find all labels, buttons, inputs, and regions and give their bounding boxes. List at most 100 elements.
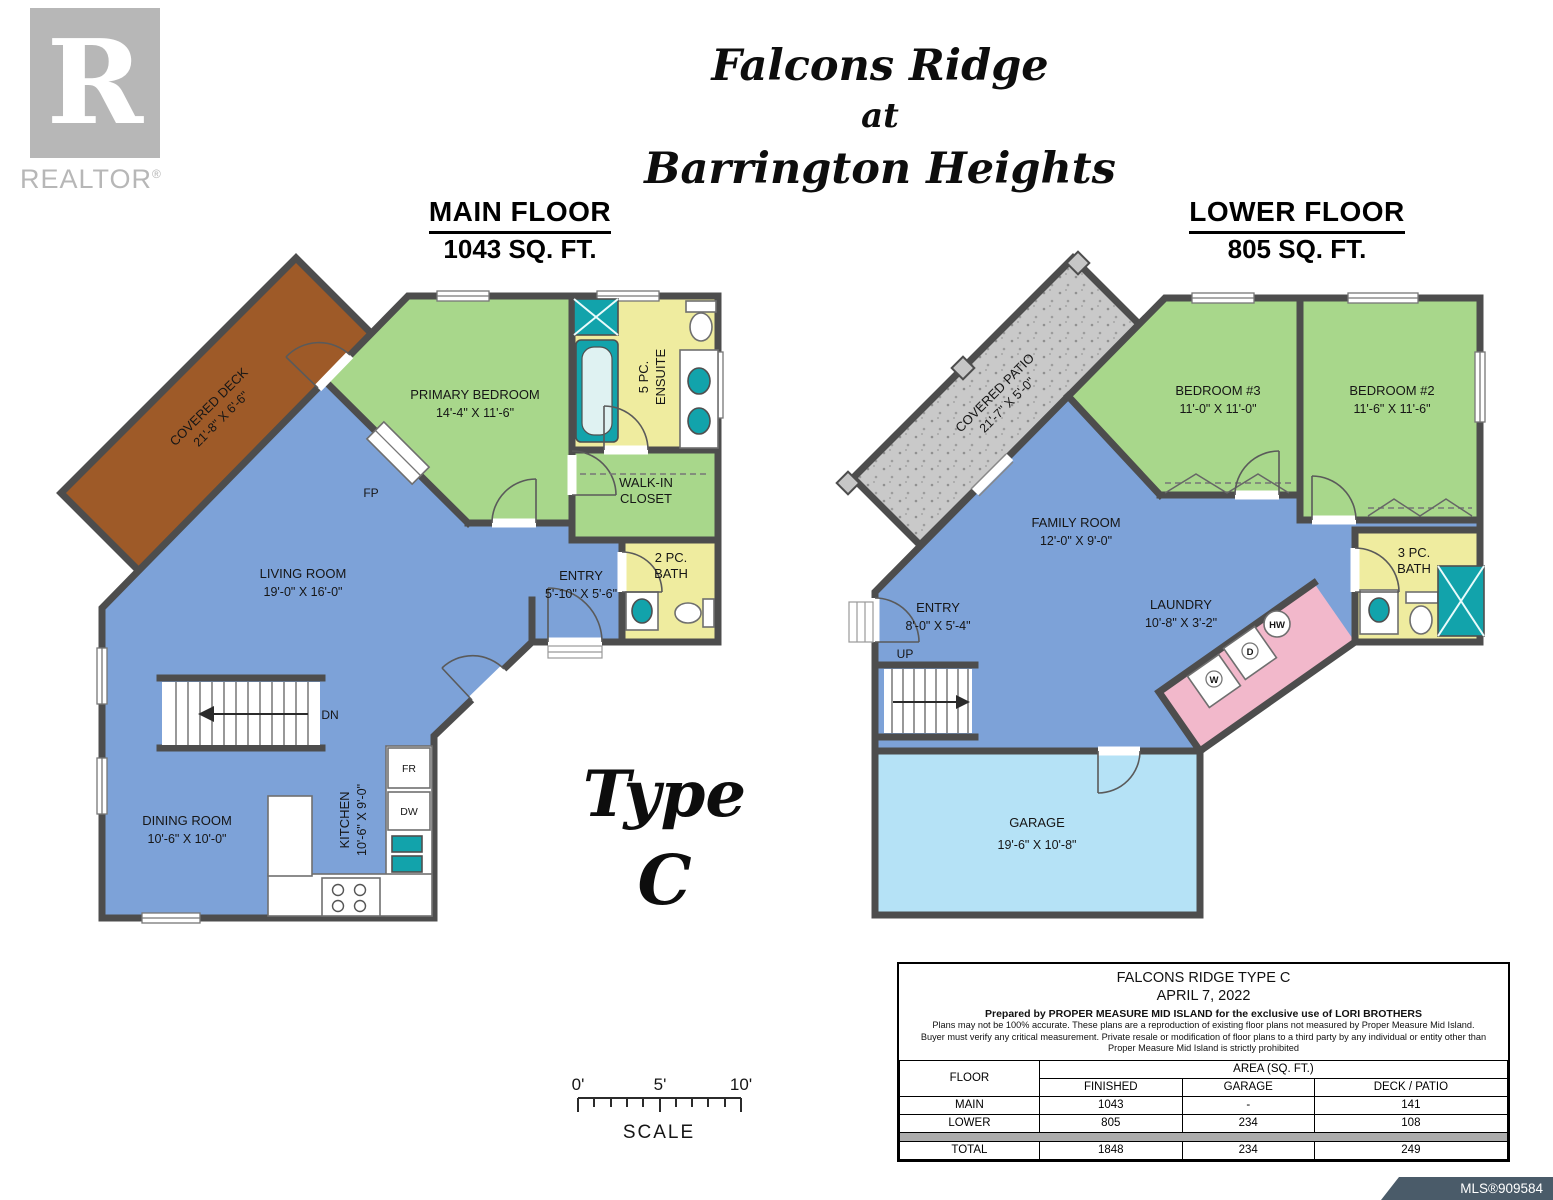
svg-text:CLOSET: CLOSET [620,491,672,506]
title-line1: Falcons Ridge [711,41,1049,91]
svg-text:19'-6" X 10'-8": 19'-6" X 10'-8" [998,838,1077,852]
realtor-logo-r: R [46,15,144,151]
label-lower-entry: ENTRY [916,600,960,615]
label-walk-in-closet: WALK-IN [619,475,673,490]
lower-floor-plan: W D HW [835,250,1486,919]
label-three-pc-bath: 3 PC. [1398,545,1431,560]
area-table: FLOOR AREA (SQ. FT.) FINISHED GARAGE DEC… [899,1059,1509,1160]
scale-label: SCALE [623,1122,695,1143]
label-dining-room: DINING ROOM [142,813,232,828]
scale-tick-10: 10' [730,1075,752,1094]
main-floor-area: 1043 SQ. FT. [443,234,597,264]
table-row: LOWER 805 234 108 [899,1113,1509,1133]
svg-text:ENSUITE: ENSUITE [653,349,668,406]
label-bedroom2: BEDROOM #2 [1349,383,1434,398]
table-disclaimer-3: Proper Measure Mid Island is strictly pr… [1108,1043,1299,1053]
label-bedroom3: BEDROOM #3 [1175,383,1260,398]
dryer-fixture [1222,625,1278,681]
lower-windows [1191,292,1486,423]
lower-floor-area: 805 SQ. FT. [1227,234,1367,264]
col-header-floor: FLOOR [899,1059,1040,1097]
sink-fixture [631,598,653,624]
svg-text:14'-4" X 11'-6": 14'-4" X 11'-6" [436,406,514,420]
svg-text:10'-6" X 10'-0": 10'-6" X 10'-0" [148,832,227,846]
main-floor-plan: PRIMARY BEDROOM 14'-4" X 11'-6" 5 PC. EN… [56,253,724,924]
scale-tick-5: 5' [654,1075,667,1094]
svg-text:10'-6" X 9'-0": 10'-6" X 9'-0" [355,784,369,856]
mls-number-badge: MLS®909584 [1381,1177,1553,1200]
lower-floor-heading: LOWER FLOOR [1137,196,1457,234]
info-table: FALCONS RIDGE TYPE C APRIL 7, 2022 Prepa… [897,962,1510,1162]
registered-mark: ® [152,167,162,181]
col-header-area: AREA (SQ. FT.) [1038,1059,1509,1079]
label-up: UP [897,647,914,661]
main-door-gaps [314,351,648,704]
svg-text:12'-0" X 9'-0": 12'-0" X 9'-0" [1040,534,1112,548]
fireplace-fixture [365,420,431,486]
bedroom3-region [1068,298,1300,495]
three-pc-bath-fixtures [1359,565,1485,637]
toilet-fixture [702,598,715,628]
primary-bedroom-region [328,296,572,523]
table-spacer-row [899,1131,1508,1142]
toilet-fixture [1405,591,1439,604]
scale-bar: 0' 5' 10' SCALE [572,1075,752,1143]
label-primary-bedroom: PRIMARY BEDROOM [410,387,540,402]
label-washer: W [1210,675,1219,686]
svg-text:KITCHEN: KITCHEN [337,791,352,848]
col-header-finished: FINISHED [1038,1077,1183,1097]
label-hw: HW [1269,620,1285,631]
svg-text:5'-10" X 5'-6": 5'-10" X 5'-6" [545,587,617,601]
patio-slider-door [970,453,1014,497]
table-prepared-by: Prepared by PROPER MEASURE MID ISLAND fo… [985,1008,1422,1020]
svg-text:8'-0" X 5'-4": 8'-0" X 5'-4" [905,619,970,633]
stove-fixture [321,877,381,917]
washer-fixture [1186,653,1242,709]
development-title: Falcons Ridge at Barrington Heights [620,40,1140,198]
toilet-fixture [685,300,717,313]
sink-fixture [687,407,711,435]
label-dw: DW [400,806,418,818]
svg-text:BATH: BATH [654,566,688,581]
two-pc-bath-fixtures [625,591,715,631]
lower-interior-walls [871,294,1484,756]
fridge-fixture [387,747,431,789]
label-family-room: FAMILY ROOM [1031,515,1120,530]
label-kitchen: KITCHEN 10'-6" X 9'-0" [337,784,369,856]
garage-region [875,751,1200,915]
realtor-wordmark: REALTOR® [20,164,162,194]
svg-text:11'-6" X 11'-6": 11'-6" X 11'-6" [1353,402,1430,416]
bedroom2-region [1300,298,1480,520]
bedroom-closets [1164,473,1473,517]
svg-text:11'-0" X 11'-0": 11'-0" X 11'-0" [1179,402,1256,416]
main-floor-heading: MAIN FLOOR [360,196,680,234]
realtor-logo-icon: R [30,8,160,158]
patio-posts [835,250,1091,496]
label-garage: GARAGE [1009,815,1065,830]
title-line3: Barrington Heights [644,144,1116,194]
sink-fixture [687,367,711,395]
table-row: MAIN 1043 - 141 [899,1095,1509,1115]
svg-text:BATH: BATH [1397,561,1431,576]
label-fp: FP [363,486,378,500]
svg-text:5 PC.: 5 PC. [636,361,651,394]
plan-type-label: Type C [582,757,747,921]
label-laundry: LAUNDRY [1150,597,1212,612]
entry-steps [848,601,874,643]
lower-staircase [884,669,972,733]
laundry-fixtures: W D HW [1186,610,1291,709]
label-fr: FR [402,763,416,775]
lower-door-gaps [870,453,1360,756]
table-row-total: TOTAL 1848 234 249 [899,1140,1509,1160]
svg-text:10'-8" X 3'-2": 10'-8" X 3'-2" [1145,616,1217,630]
col-header-deck: DECK / PATIO [1313,1077,1509,1097]
table-disclaimer-2: Buyer must verify any critical measureme… [920,1031,1487,1042]
kitchen-sink-fixture [391,835,423,853]
kitchen-island [267,795,313,877]
sink-fixture [1368,597,1390,623]
label-ensuite: 5 PC. ENSUITE [636,349,668,406]
label-two-pc-bath: 2 PC. [655,550,688,565]
main-doors [285,341,663,701]
